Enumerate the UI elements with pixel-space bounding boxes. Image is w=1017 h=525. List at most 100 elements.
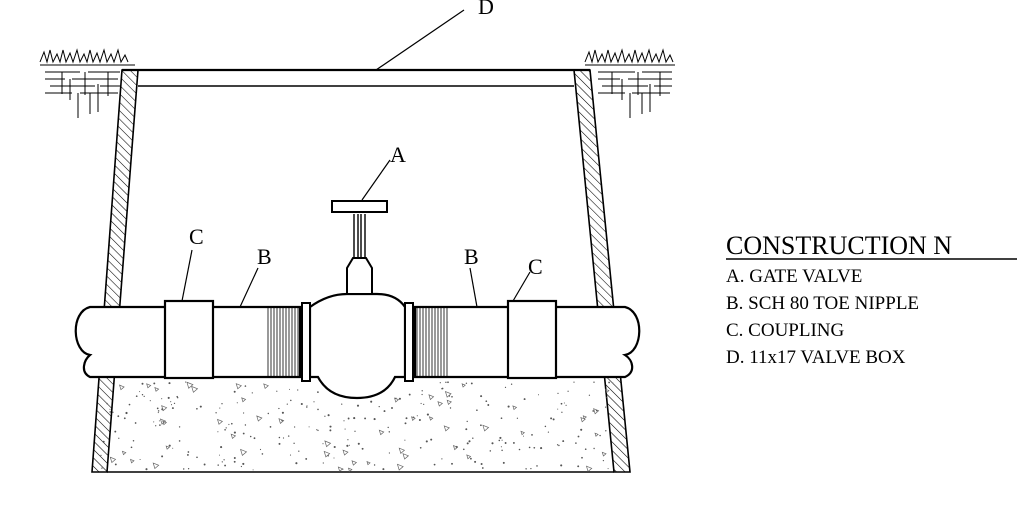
gravel-dot [605, 430, 607, 432]
gravel-stone [129, 458, 135, 464]
threads-right [416, 308, 448, 376]
gravel-stone [109, 456, 117, 464]
gravel-dot [118, 437, 120, 439]
notes-title: CONSTRUCTION N [726, 231, 952, 260]
gravel-dot [329, 429, 332, 432]
gravel-dot [173, 402, 176, 405]
note-item: B. SCH 80 TOE NIPPLE [726, 293, 919, 314]
gravel-stone [121, 450, 127, 456]
callout-d: D [478, 0, 494, 19]
gravel-stone [605, 388, 610, 394]
gravel-dot [382, 468, 385, 471]
gravel-dot [540, 447, 543, 450]
gravel-dot [447, 381, 449, 384]
gravel-dot [278, 407, 280, 410]
gravel-dot [533, 446, 536, 449]
gate-valve-bonnet [346, 257, 373, 295]
gravel-dot [220, 446, 223, 449]
gravel-dot [462, 448, 465, 451]
gravel-dot [287, 435, 290, 437]
gravel-dot [485, 400, 488, 403]
gravel-dot [563, 402, 565, 404]
gravel-stone [601, 451, 607, 457]
gravel-dot [221, 403, 223, 405]
gravel-dot [418, 418, 421, 422]
gravel-dot [405, 417, 408, 420]
gravel-dot [500, 446, 502, 448]
gravel-dot [149, 400, 151, 402]
gravel-dot [489, 450, 492, 452]
gravel-dot [561, 411, 563, 413]
gravel-dot [139, 458, 141, 461]
gravel-dot [233, 460, 236, 463]
gravel-dot [474, 460, 477, 463]
gravel-stone [351, 460, 358, 466]
gravel-dot [421, 393, 423, 396]
callout-b-right: B [464, 244, 479, 269]
gravel-dot [322, 462, 324, 464]
gravel-dot [170, 404, 173, 406]
gravel-dot [155, 425, 157, 427]
gravel-dot [476, 409, 478, 412]
gravel-stone [402, 453, 410, 460]
gravel-dot [306, 406, 308, 408]
valve-box-lid [122, 68, 590, 87]
gravel-dot [398, 397, 401, 400]
gravel-dot [224, 464, 227, 467]
gravel-dot [416, 415, 418, 417]
gravel-stone [186, 381, 194, 389]
gravel-dot [423, 403, 425, 405]
gravel-dot [240, 465, 243, 468]
gravel-dot [547, 431, 549, 433]
gravel-dot [544, 425, 547, 428]
gravel-stone [154, 386, 160, 392]
gravel-dot [128, 403, 131, 406]
gravel-dot [343, 420, 345, 422]
gravel-dot [348, 444, 351, 446]
gravel-dot [607, 468, 609, 470]
gravel-dot [361, 447, 364, 450]
gravel-dot [139, 391, 141, 393]
gravel-dot [433, 463, 436, 466]
gravel-dot [451, 462, 453, 465]
gravel-dot [480, 463, 483, 465]
valve-flange-right [404, 302, 414, 382]
coupling-right [506, 299, 558, 380]
gravel-dot [289, 454, 292, 456]
coupling-left [163, 299, 215, 380]
gravel-dot [333, 445, 336, 449]
gravel-dot [391, 407, 393, 409]
gravel-dot [295, 462, 298, 465]
gravel-dot [565, 404, 567, 406]
gravel-stone [594, 432, 599, 437]
gravel-dot [168, 444, 171, 447]
gravel-dot [536, 465, 538, 467]
gravel-dot [106, 402, 108, 405]
gravel-dot [224, 428, 226, 431]
gravel-dot [233, 390, 236, 393]
gravel-dot [276, 390, 278, 392]
gravel-dot [269, 426, 272, 428]
gravel-dot [344, 428, 346, 430]
gravel-dot [507, 405, 510, 408]
gravel-dot [525, 468, 527, 470]
gravel-dot [530, 467, 532, 470]
gravel-dot [557, 408, 559, 410]
gravel-dot [236, 402, 238, 404]
gravel-dot [341, 403, 343, 405]
gravel-stone [428, 394, 435, 401]
leader-lines [181, 9, 531, 308]
gate-valve-body [308, 292, 407, 400]
gravel-dot [480, 424, 482, 427]
gravel-dot [404, 422, 407, 425]
gravel-dot [550, 417, 553, 420]
gravel-dot [130, 446, 133, 449]
gravel-dot [567, 390, 569, 392]
gravel-dot [182, 468, 185, 470]
gravel-stone [394, 397, 400, 403]
gravel-dot [259, 448, 262, 451]
gravel-dot [218, 454, 221, 456]
gravel-dot [419, 446, 422, 449]
gravel-dot [420, 402, 422, 405]
